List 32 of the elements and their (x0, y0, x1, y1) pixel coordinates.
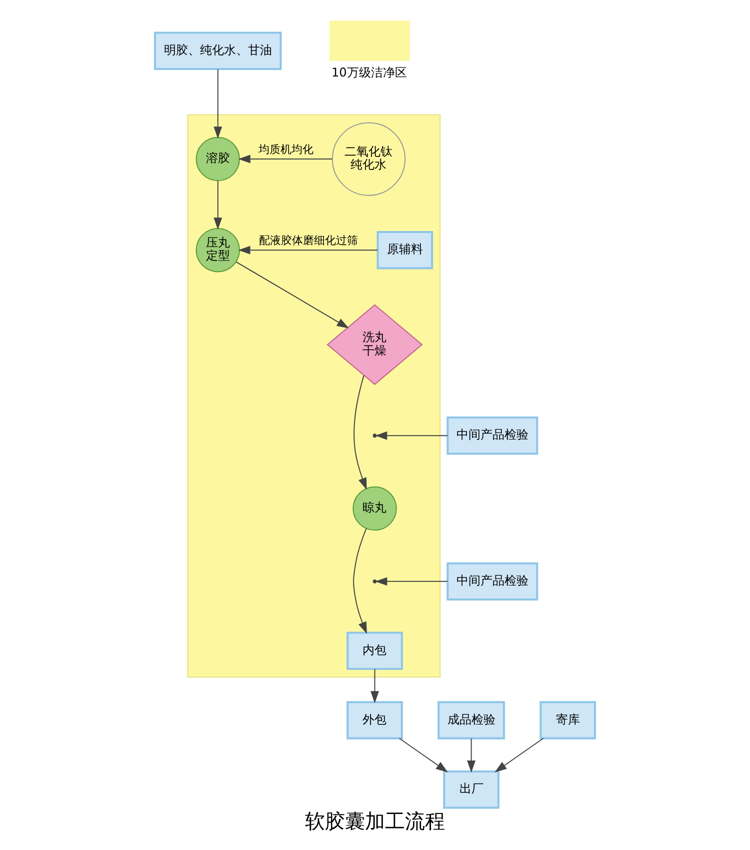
edge-label: 配液胶体磨细化过筛 (259, 234, 358, 247)
arrow (236, 261, 349, 328)
node-box: 内包 (346, 632, 403, 670)
node-box: 成品检验 (438, 701, 505, 740)
arrow (214, 69, 222, 139)
node-box: 中间产品检验 (446, 416, 538, 455)
arrow (354, 375, 367, 490)
arrow (238, 154, 332, 164)
arrow (375, 431, 448, 440)
node-box: 明胶、纯化水、甘油 (154, 32, 282, 70)
node-box: 寄库 (540, 701, 596, 740)
arrow (399, 738, 448, 772)
arrow (494, 738, 544, 772)
node-box: 原辅料 (376, 230, 434, 270)
caption: 软胶囊加工流程 (305, 808, 445, 833)
arrow (238, 246, 378, 254)
node-circle: 二氧化钛纯化水 (332, 122, 406, 196)
node-box: 外包 (346, 701, 403, 740)
arrow (353, 528, 367, 634)
node-box: 中间产品检验 (446, 562, 538, 601)
node-circle: 溶胶 (196, 136, 240, 182)
node-box: 出厂 (443, 770, 500, 809)
arrow (370, 669, 379, 704)
edge-label: 均质机均化 (258, 142, 314, 156)
legend-label: 10万级洁净区 (332, 66, 407, 80)
node-circle: 压丸定型 (196, 228, 240, 272)
arrow (214, 180, 222, 230)
node-diamond: 洗丸干燥 (326, 304, 423, 385)
cluster (187, 114, 441, 678)
arrow (375, 577, 448, 586)
node-circle: 晾丸 (352, 486, 397, 531)
arrow (467, 738, 476, 773)
